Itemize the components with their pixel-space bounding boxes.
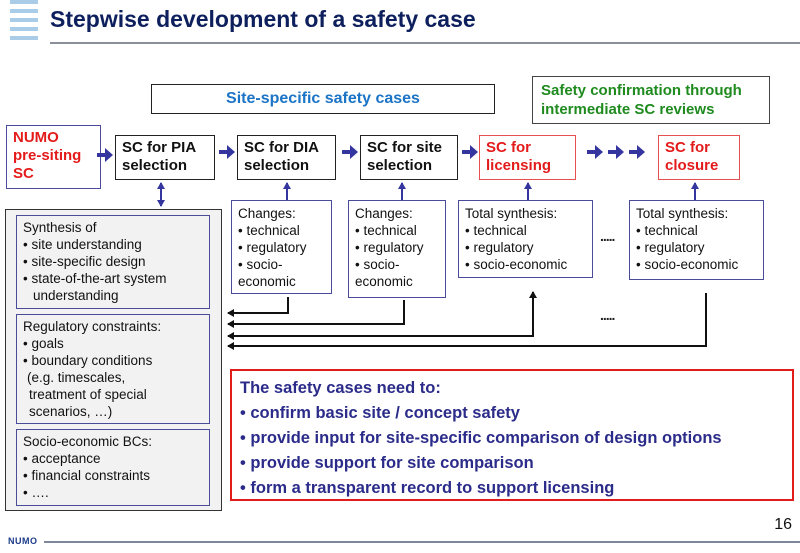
input-item-continuation: economic: [238, 274, 296, 289]
site-specific-banner: Site-specific safety cases: [151, 84, 495, 114]
stage-label-line: SC for: [486, 139, 531, 156]
stage-label-line: licensing: [486, 157, 552, 174]
regulatory-item: goals: [23, 335, 203, 352]
socio-item: financial constraints: [23, 467, 203, 484]
stage-label-line: selection: [367, 157, 433, 174]
synthesis-item-continuation: understanding: [33, 288, 119, 303]
input-item: regulatory: [636, 239, 757, 256]
input-box-closure-synthesis: Total synthesis: technical regulatory so…: [629, 200, 764, 280]
needs-item: confirm basic site / concept safety: [240, 401, 784, 426]
boundary-conditions-panel: Synthesis of site understanding site-spe…: [5, 209, 222, 511]
safety-case-needs-box: The safety cases need to: confirm basic …: [230, 369, 794, 501]
confirmation-line-2: intermediate SC reviews: [541, 101, 715, 118]
input-item: regulatory: [465, 239, 586, 256]
flow-arrow-icon: [462, 145, 478, 159]
input-heading: Total synthesis:: [636, 206, 729, 221]
input-heading: Changes:: [355, 206, 413, 221]
stage-site-selection: SC for site selection: [360, 135, 458, 180]
flow-arrow-icon: [629, 145, 645, 159]
stage-label-line: selection: [244, 157, 310, 174]
socio-item: acceptance: [23, 450, 203, 467]
slide-logo-stripes: [10, 0, 38, 46]
page-number: 16: [774, 516, 792, 533]
flow-arrow-icon: [608, 145, 624, 159]
feedback-line: [227, 297, 289, 317]
flow-arrow-icon: [342, 145, 358, 159]
stage-licensing: SC for licensing: [479, 135, 576, 180]
regulatory-heading: Regulatory constraints:: [23, 319, 162, 334]
needs-item: provide support for site comparison: [240, 451, 784, 476]
ellipsis-upper: .....: [600, 228, 615, 244]
input-box-dia-changes: Changes: technical regulatory socio- eco…: [231, 200, 332, 294]
stage-dia-selection: SC for DIA selection: [237, 135, 336, 180]
socio-economic-box: Socio-economic BCs: acceptance financial…: [16, 429, 210, 506]
regulatory-note: treatment of special: [29, 387, 147, 402]
stage-label-line: SC for site: [367, 139, 443, 156]
footer-divider: [44, 541, 800, 543]
input-item: technical: [465, 222, 586, 239]
slide-title: Stepwise development of a safety case: [50, 6, 476, 32]
stage-label-line: pre-siting: [13, 147, 82, 164]
input-box-licensing-synthesis: Total synthesis: technical regulatory so…: [458, 200, 593, 278]
input-item: socio-: [355, 256, 439, 273]
needs-heading: The safety cases need to:: [240, 379, 441, 397]
stage-label-line: SC: [13, 165, 34, 182]
input-heading: Total synthesis:: [465, 206, 558, 221]
feedback-line: [227, 293, 707, 350]
socio-item: ….: [23, 484, 203, 501]
title-divider: [50, 42, 800, 44]
input-item: socio-: [238, 256, 325, 273]
feedback-line: [227, 293, 534, 340]
stage-closure: SC for closure: [658, 135, 740, 180]
stage-label-line: SC for PIA: [122, 139, 197, 156]
input-box-site-changes: Changes: technical regulatory socio- eco…: [348, 200, 446, 298]
ellipsis-lower: .....: [600, 307, 615, 323]
flow-arrow-icon: [219, 145, 235, 159]
synthesis-item: site understanding: [23, 236, 203, 253]
input-item: technical: [636, 222, 757, 239]
input-item: socio-economic: [636, 256, 757, 273]
stage-label-line: NUMO: [13, 129, 59, 146]
input-item: regulatory: [355, 239, 439, 256]
stage-label-line: selection: [122, 157, 188, 174]
needs-item: provide input for site-specific comparis…: [240, 426, 784, 451]
flow-arrow-icon: [587, 145, 603, 159]
synthesis-item: site-specific design: [23, 253, 203, 270]
synthesis-item: state-of-the-art system: [23, 270, 203, 287]
confirmation-line-1: Safety confirmation through: [541, 82, 742, 99]
needs-item: form a transparent record to support lic…: [240, 476, 784, 501]
stage-label-line: closure: [665, 157, 719, 174]
input-heading: Changes:: [238, 206, 296, 221]
input-item: technical: [355, 222, 439, 239]
input-item-continuation: economic: [355, 274, 413, 289]
synthesis-heading: Synthesis of: [23, 220, 97, 235]
input-item: socio-economic: [465, 256, 586, 273]
stage-numo-pre-siting: NUMO pre-siting SC: [6, 125, 101, 189]
regulatory-item: boundary conditions: [23, 352, 203, 369]
regulatory-note: (e.g. timescales,: [27, 370, 126, 385]
regulatory-constraints-box: Regulatory constraints: goals boundary c…: [16, 314, 210, 424]
numo-logo: NUMO: [8, 536, 38, 546]
input-item: regulatory: [238, 239, 325, 256]
confirmation-banner: Safety confirmation through intermediate…: [532, 76, 770, 124]
input-item: technical: [238, 222, 325, 239]
stage-label-line: SC for DIA: [244, 139, 319, 156]
stage-label-line: SC for: [665, 139, 710, 156]
feedback-line: [227, 300, 405, 328]
regulatory-note: scenarios, …): [29, 404, 113, 419]
synthesis-box: Synthesis of site understanding site-spe…: [16, 215, 210, 309]
socio-heading: Socio-economic BCs:: [23, 434, 153, 449]
stage-pia-selection: SC for PIA selection: [115, 135, 215, 180]
